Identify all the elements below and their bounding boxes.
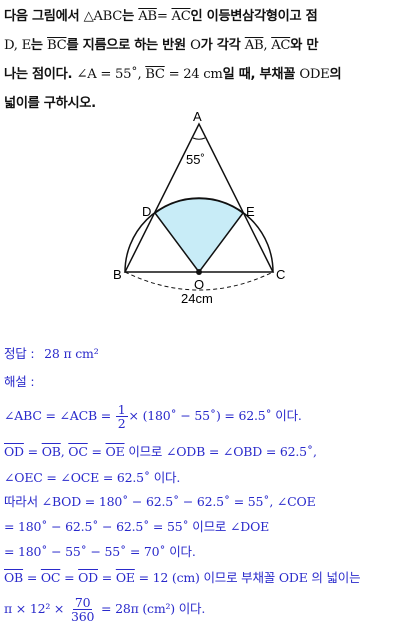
segment-ac: AC <box>171 9 191 24</box>
solution-line-2: OD = OB, OC = OE 이므로 ∠ODB = ∠OBD = 62.5˚… <box>4 444 317 459</box>
label-c: C <box>276 267 285 282</box>
text: × (180˚ − 55˚) = 62.5˚ 이다. <box>128 408 302 423</box>
segment-ab: AB <box>244 38 264 53</box>
text: , <box>137 67 146 82</box>
numerator: 70 <box>72 595 93 610</box>
text: 인 이등변삼각형이고 점 <box>190 9 318 24</box>
label-d: D <box>142 204 151 219</box>
segment-oc: OC <box>68 444 88 459</box>
label-diameter: 24cm <box>181 291 213 306</box>
answer-label: 정답 : <box>4 346 35 361</box>
text: 는 <box>122 9 139 24</box>
text: = 28π (cm²) 이다. <box>97 601 206 616</box>
text: , <box>263 38 272 53</box>
denominator: 360 <box>70 609 95 624</box>
text: 나는 점이다. <box>4 67 77 82</box>
label-a: A <box>193 112 202 124</box>
sector-name: ODE <box>299 67 330 82</box>
segment-od: OD <box>78 570 98 585</box>
text: 이므로 ∠ODB = ∠OBD = 62.5˚, <box>128 444 317 459</box>
angle-arc-a <box>192 137 206 140</box>
label-o: O <box>194 277 204 292</box>
segment-ac: AC <box>271 38 291 53</box>
segment-ab: AB <box>138 9 157 24</box>
label-angle: 55˚ <box>186 152 205 167</box>
explain-label: 해설 : <box>4 374 35 389</box>
problem-line-2: D, E는 BC를 지름으로 하는 반원 O가 각각 AB, AC와 만 <box>4 31 396 60</box>
label-b: B <box>113 267 122 282</box>
problem-line-3: 나는 점이다. ∠A = 55˚, BC = 24 cm일 때, 부채꼴 ODE… <box>4 60 396 89</box>
geometry-figure: A 55˚ D E B C O 24cm <box>113 112 285 306</box>
segment-od: OD <box>4 444 24 459</box>
text: 다음 그림에서 <box>4 9 84 24</box>
text: = <box>156 9 172 24</box>
text: 와 만 <box>290 38 319 53</box>
solution-line-5: = 180˚ − 62.5˚ − 62.5˚ = 55˚ 이므로 ∠DOE <box>4 519 270 534</box>
problem-text: 다음 그림에서 △ABC는 AB= AC인 이등변삼각형이고 점 D, E는 B… <box>4 2 396 118</box>
problem-line-1: 다음 그림에서 △ABC는 AB= AC인 이등변삼각형이고 점 <box>4 2 396 31</box>
text: 의 <box>329 67 342 82</box>
segment-ob: OB <box>41 444 61 459</box>
text: π × 12² × <box>4 601 68 616</box>
point-o: O <box>190 38 201 53</box>
diameter-dashed-arc <box>124 271 274 291</box>
triangle-name: △ABC <box>83 9 123 24</box>
angle-a: ∠A = 55˚ <box>76 67 138 82</box>
center-point-o <box>196 269 202 275</box>
numerator: 1 <box>115 402 128 417</box>
text: 일 때, 부채꼴 <box>222 67 300 82</box>
denominator: 2 <box>117 416 126 431</box>
text: = 12 (cm) 이므로 부채꼴 ODE 의 넓이는 <box>138 570 361 585</box>
solution-line-6: = 180˚ − 55˚ − 55˚ = 70˚ 이다. <box>4 544 196 559</box>
semicircle-arc <box>124 197 274 273</box>
length-bc: = 24 cm <box>164 67 223 82</box>
text: 를 지름으로 하는 반원 <box>66 38 191 53</box>
solution-line-3: ∠OEC = ∠OCE = 62.5˚ 이다. <box>4 470 181 485</box>
segment-oe: OE <box>105 444 125 459</box>
solution-line-7: OB = OC = OD = OE = 12 (cm) 이므로 부채꼴 ODE … <box>4 570 361 585</box>
answer-value: 28 π cm² <box>44 346 99 361</box>
segment-oe: OE <box>115 570 135 585</box>
text: 가 각각 <box>200 38 245 53</box>
segment-bc: BC <box>145 67 165 82</box>
segment-ob: OB <box>4 570 24 585</box>
text: 는 <box>30 38 48 53</box>
label-e: E <box>246 204 255 219</box>
text: ∠ABC = ∠ACB = <box>4 408 115 423</box>
problem-line-4: 넓이를 구하시오. <box>4 96 96 111</box>
answer-line: 정답 : 28 π cm² <box>4 343 99 362</box>
sector-ode <box>153 197 245 274</box>
solution-line-4: 따라서 ∠BOD = 180˚ − 62.5˚ − 62.5˚ = 55˚, ∠… <box>4 494 316 509</box>
segment-oc: OC <box>40 570 61 585</box>
points-de: D, E <box>4 38 31 53</box>
segment-bc: BC <box>47 38 67 53</box>
